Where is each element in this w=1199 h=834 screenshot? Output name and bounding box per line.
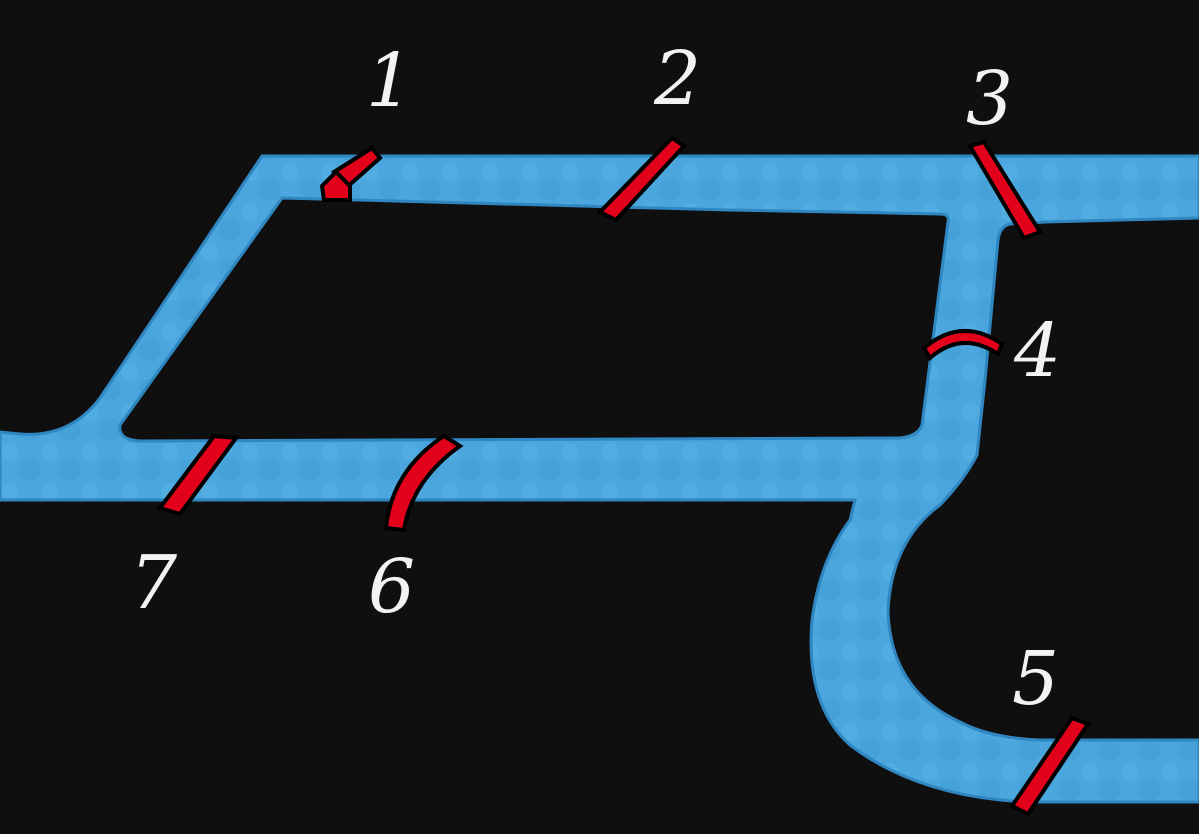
bridge-label-1: 1 — [366, 38, 413, 124]
bridge-icon — [156, 433, 240, 517]
bridge-icon — [596, 135, 688, 223]
bridge-label-7: 7 — [130, 540, 177, 626]
bridge-label-5: 5 — [1012, 636, 1059, 722]
river — [0, 154, 1199, 804]
arched-bridge-icon — [921, 329, 1005, 362]
arched-bridge-icon — [383, 433, 464, 533]
river-upper-channel — [0, 154, 1199, 804]
bridge-icon — [1009, 715, 1092, 817]
bridge-label-2: 2 — [653, 36, 701, 122]
bridge-with-house-icon — [319, 145, 383, 202]
bridge-label-3: 3 — [966, 56, 1013, 142]
bridge-icon — [966, 139, 1043, 241]
bridge-labels: 1 2 3 4 5 6 7 — [130, 36, 1061, 722]
bridge-label-4: 4 — [1013, 308, 1061, 394]
bridges — [156, 135, 1092, 817]
bridge-label-6: 6 — [368, 544, 415, 630]
